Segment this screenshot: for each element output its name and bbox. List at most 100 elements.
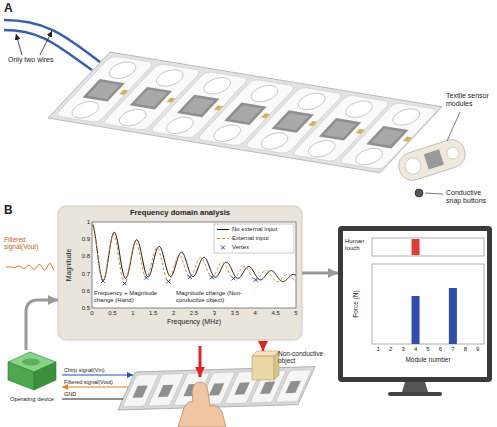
label-text: 0.8 — [82, 253, 90, 260]
device-side — [8, 362, 34, 390]
wire — [4, 30, 92, 70]
module-sensor — [260, 382, 275, 394]
force-bar — [412, 296, 420, 344]
label-text: 2 — [389, 346, 392, 353]
module-pad — [293, 92, 330, 112]
module-contact — [214, 105, 223, 110]
module-sensor — [132, 385, 147, 397]
module-sensor — [424, 149, 444, 169]
module-sensor-core — [277, 113, 309, 130]
label-text: Chirp signal(Vin) — [64, 367, 105, 373]
label-text: 0 — [90, 310, 93, 317]
module-sensor — [177, 95, 219, 117]
label-text: 1 — [87, 219, 90, 226]
label-text: Only two wires — [8, 56, 54, 64]
analysis-panel: Frequency domain analysis — [58, 206, 302, 340]
label-text: 6 — [439, 346, 442, 353]
label-text: 4 — [254, 310, 257, 317]
label-text: 7 — [451, 346, 454, 353]
monitor-base — [388, 392, 442, 396]
label-text: B — [4, 204, 13, 218]
label-text: 0.5 — [108, 310, 116, 317]
vertex-mark — [232, 276, 236, 280]
module-pad — [303, 139, 340, 159]
vertex-mark — [144, 276, 148, 280]
node-text: Human touch — [345, 238, 372, 252]
chirp-wire — [62, 375, 133, 376]
signal-wave — [6, 263, 54, 270]
pointer-arrow — [16, 34, 22, 55]
legend-sample — [221, 246, 225, 250]
peeled-module — [395, 136, 468, 184]
module-sensor — [234, 382, 249, 394]
device-button — [22, 359, 40, 366]
output-wire — [62, 387, 128, 388]
legend-text: No external input — [232, 226, 277, 233]
module-sensor-core — [229, 105, 261, 122]
sensor-strip — [118, 367, 315, 410]
force-bar — [449, 288, 457, 344]
label-text: Textile sensor modules — [446, 92, 496, 108]
label-text: 3.5 — [231, 310, 239, 317]
module-pad — [151, 68, 188, 88]
label-text: GND — [64, 391, 76, 397]
module-pad — [403, 156, 423, 176]
module-contact — [308, 121, 317, 126]
legend-text: Vertex — [232, 244, 249, 251]
module-pad — [104, 60, 141, 80]
monitor-bezel — [338, 226, 492, 382]
module-contact — [403, 137, 412, 142]
device-side — [34, 362, 56, 390]
label-text: 2 — [172, 310, 175, 317]
module-contact — [166, 98, 175, 103]
label-text: 9 — [476, 346, 479, 353]
label-text: 0.7 — [82, 270, 90, 277]
edge-label: Filtered signal(Vout) — [4, 236, 58, 251]
label-text: 8 — [464, 346, 467, 353]
label-text: Frequency (MHz) — [167, 318, 221, 326]
label-text: Magnitude change (Non-conductive object) — [176, 290, 266, 304]
label-text: Magnitude — [65, 249, 73, 282]
label-text: Conductive snap buttons — [446, 189, 496, 205]
touch-bar — [412, 239, 420, 255]
module-pad — [114, 108, 151, 128]
legend-sample — [217, 238, 229, 239]
operating-device: Operating device — [2, 350, 62, 403]
module-sensor — [158, 385, 173, 397]
module-sensor-core — [135, 90, 167, 107]
force-arrow — [262, 341, 265, 351]
label-text: 5 — [294, 310, 297, 317]
flow-arrow — [26, 300, 58, 350]
label-text: Frequency + Magnitude change (Hand) — [94, 290, 172, 304]
curve-external-input — [92, 224, 296, 284]
vertex-mark — [210, 275, 214, 279]
textile-strip — [118, 367, 315, 410]
module-contact — [119, 90, 128, 95]
legend-text: External input — [232, 235, 269, 242]
vertex-mark — [166, 279, 170, 283]
label-text: 1.5 — [149, 310, 157, 317]
monitor-screen: Human touchForce (N)Module number — [338, 226, 492, 382]
label-text: 0.9 — [82, 236, 90, 243]
module-sensor — [272, 110, 314, 132]
analysis-panel-shape — [58, 206, 302, 340]
snap-button — [415, 189, 423, 197]
module-sensor — [209, 383, 224, 395]
label-text: 4.5 — [271, 310, 279, 317]
module-pad — [67, 100, 104, 120]
label-text: A — [4, 2, 13, 16]
sensor-array — [48, 52, 442, 173]
touch-plot-frame — [372, 238, 484, 256]
module-sensor — [319, 118, 361, 140]
pointer-arrow — [40, 31, 52, 55]
label-text: 3 — [401, 346, 404, 353]
module-sensor — [285, 381, 300, 393]
label-text: 1 — [377, 346, 380, 353]
module-sensor — [130, 87, 172, 109]
node-text: Force (N) — [352, 290, 359, 317]
vertex-mark — [254, 278, 258, 282]
label-text: 2.5 — [190, 310, 198, 317]
non-conductive-object — [252, 356, 274, 380]
legend-sample — [217, 229, 229, 230]
